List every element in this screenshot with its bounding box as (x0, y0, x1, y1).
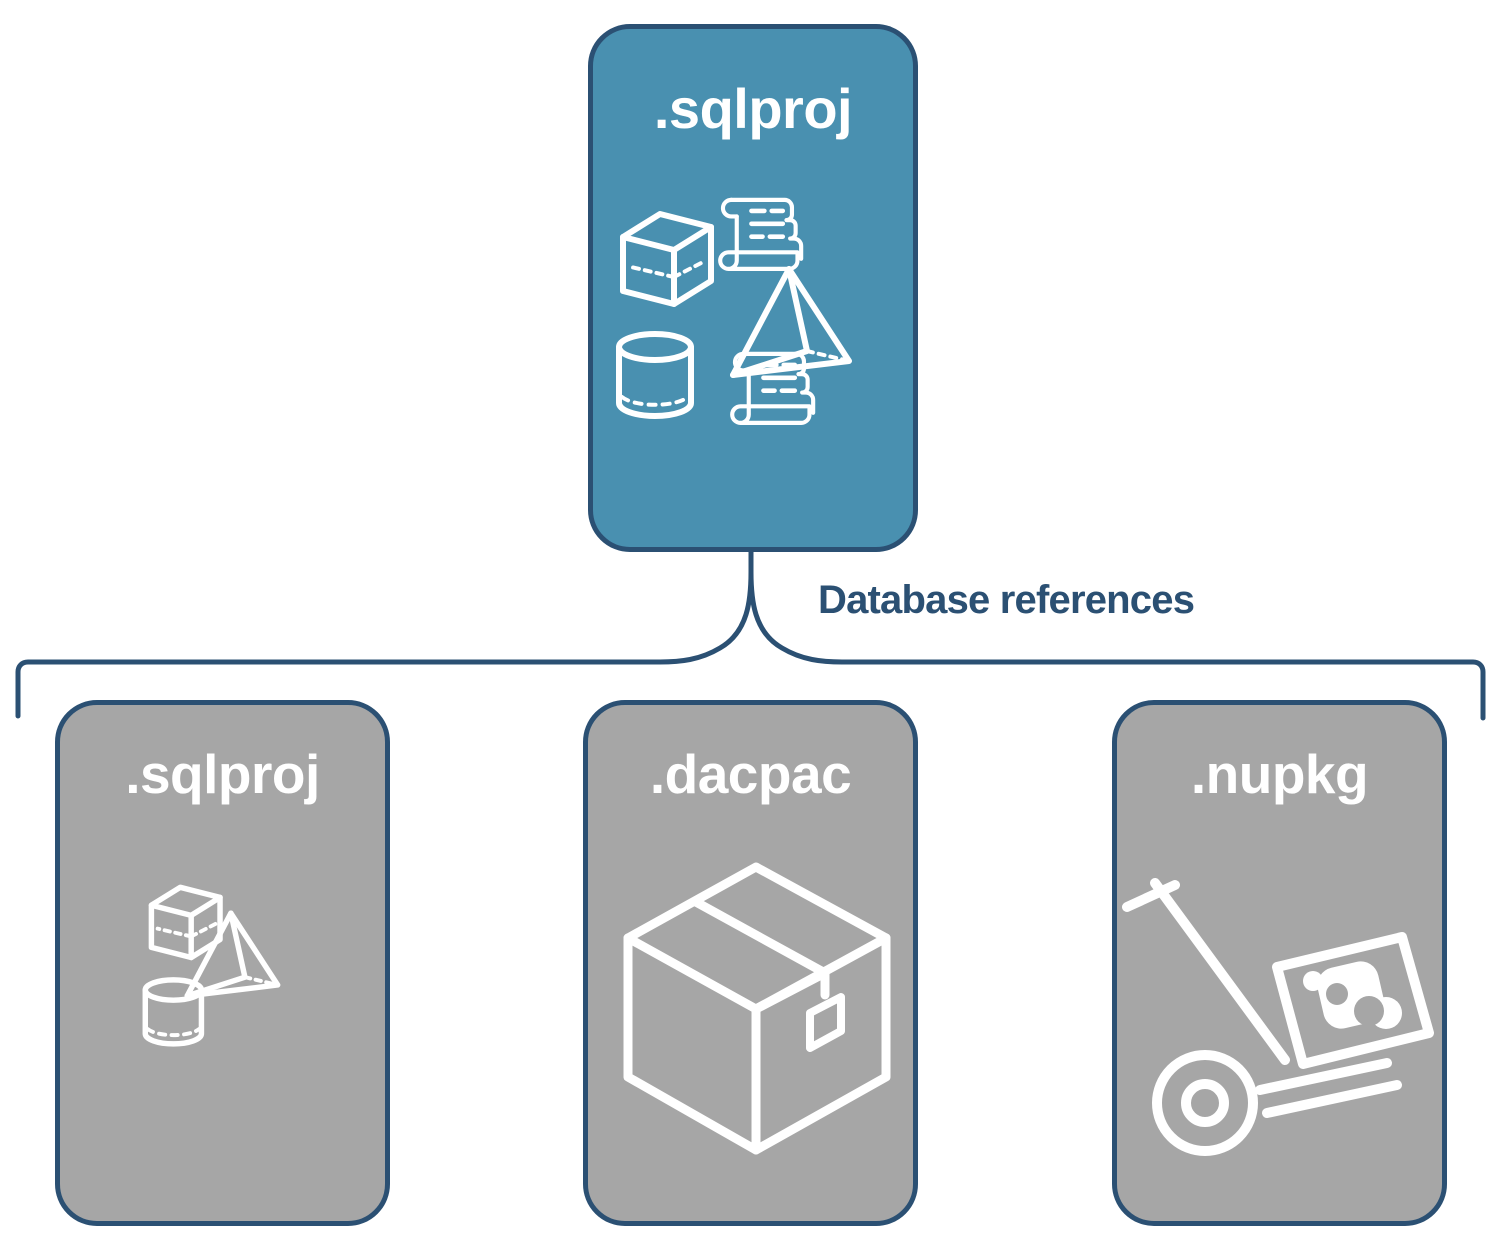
card-sqlproj-title: .sqlproj (125, 743, 320, 805)
cube-icon (620, 211, 714, 307)
package-box-icon (623, 862, 891, 1155)
card-reference-dacpac[interactable]: .dacpac (583, 700, 918, 1226)
card-root-artwork (593, 179, 913, 449)
script-scroll-icon (730, 351, 816, 425)
connector-label: Database references (818, 578, 1195, 622)
script-scroll-icon (718, 197, 804, 271)
card-reference-sqlproj[interactable]: .sqlproj (55, 700, 390, 1226)
card-root-title: .sqlproj (653, 77, 853, 140)
card-dacpac-title: .dacpac (649, 743, 852, 805)
card-dacpac-artwork (588, 845, 913, 1175)
hand-truck-icon (1122, 878, 1402, 1156)
bracket-left-arm (15, 569, 754, 719)
card-nupkg-artwork (1117, 845, 1442, 1175)
pyramid-icon (730, 266, 852, 378)
cylinder-icon (616, 331, 694, 419)
nuget-package-icon (1272, 932, 1434, 1069)
bracket-right-arm (748, 569, 1486, 721)
cube-icon (148, 884, 223, 961)
card-reference-nupkg[interactable]: .nupkg (1112, 700, 1447, 1226)
cylinder-icon (142, 977, 205, 1047)
card-root-sqlproj[interactable]: .sqlproj (588, 24, 918, 552)
card-sqlproj-artwork (60, 845, 385, 1175)
card-nupkg-title: .nupkg (1190, 743, 1369, 805)
pyramid-icon (184, 910, 281, 999)
